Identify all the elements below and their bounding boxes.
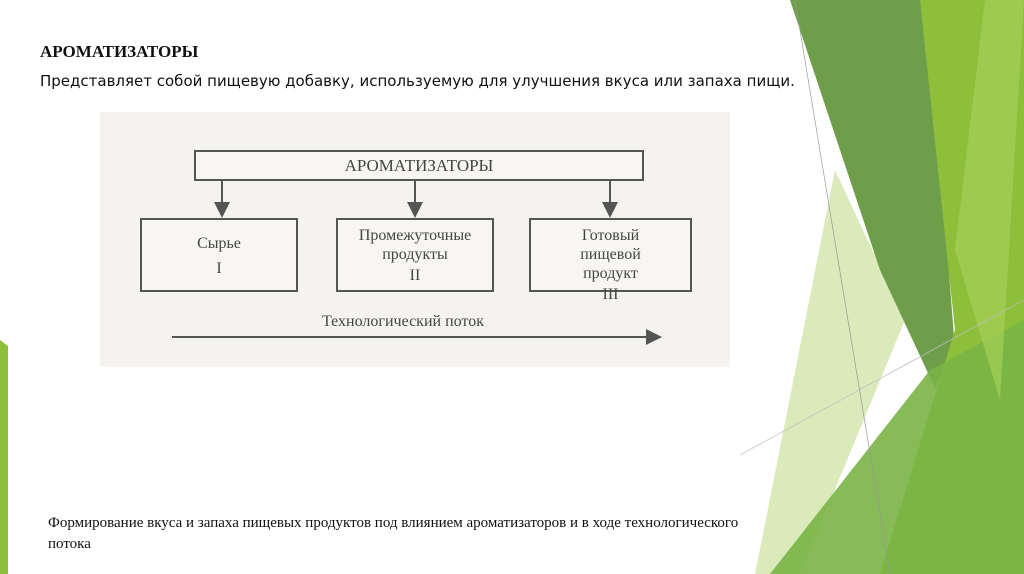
slide-subtitle: Представляет собой пищевую добавку, испо… [40,72,795,90]
deco-left-strip [0,340,8,574]
stage-label: Готовый пищевой продукт [580,227,641,282]
stage-box-3: Готовый пищевой продукт III [529,218,692,303]
stage-box-1: Сырье I [140,218,298,292]
stage-numeral: II [409,267,421,284]
stage-label: Промежуточные продукты [358,227,472,263]
deco-mid-band [770,320,1024,574]
deco-thin-line [739,299,1024,456]
diagram-root-box: АРОМАТИЗАТОРЫ [194,150,644,181]
deco-thin-line [794,0,891,574]
deco-light-triangle [755,170,905,574]
stage-label: Сырье [197,235,241,252]
slide-title: АРОМАТИЗАТОРЫ [40,42,199,61]
deco-light-sliver [955,0,1024,400]
stage-box-2: Промежуточные продукты II [336,218,494,292]
flow-label: Технологический поток [322,313,484,330]
stage-numeral: III [602,286,619,303]
stage-numeral: I [216,260,222,277]
slide-footer-text: Формирование вкуса и запаха пищевых прод… [48,515,739,552]
deco-dark-band [790,0,955,388]
